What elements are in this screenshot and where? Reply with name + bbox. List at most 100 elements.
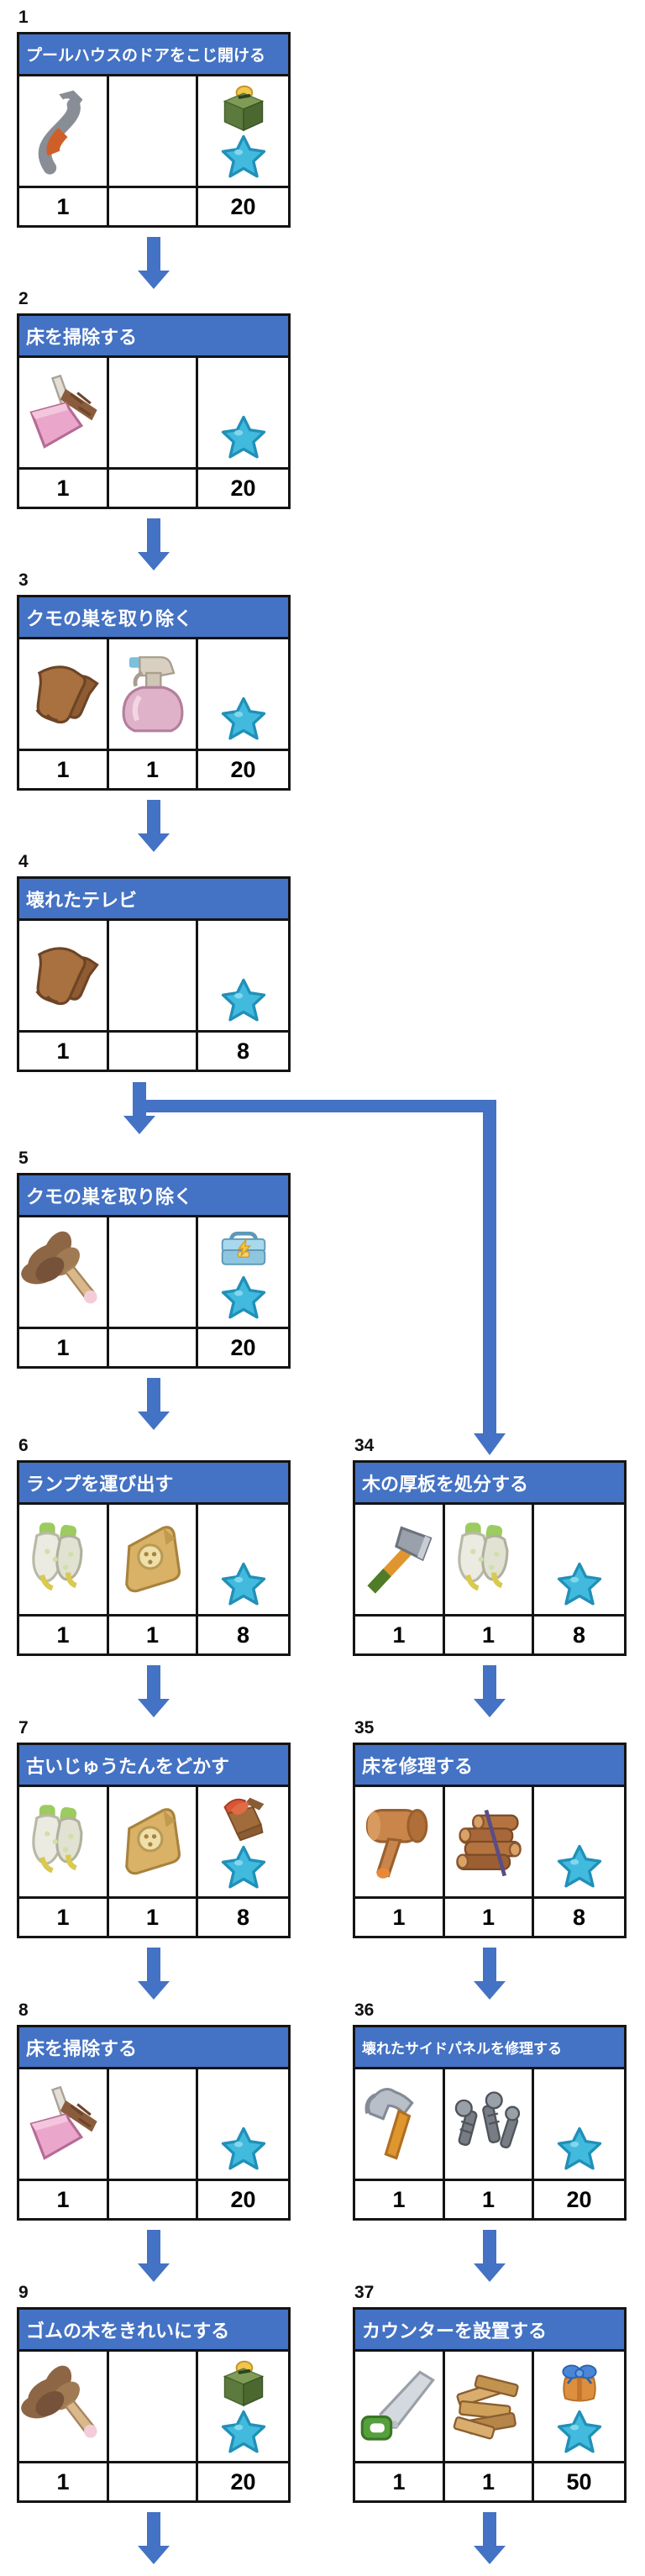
item-cell <box>198 358 288 467</box>
item-cell <box>355 1505 445 1614</box>
item-cell <box>109 1787 198 1896</box>
item-cell <box>534 1787 624 1896</box>
task-title: 床を掃除する <box>19 316 288 358</box>
item-cell <box>19 1505 109 1614</box>
item-cell <box>19 2352 109 2461</box>
leather-gloves-icon <box>21 924 105 1027</box>
item-cell <box>19 921 109 1030</box>
blue-star-icon <box>220 697 267 742</box>
flow-arrow-down <box>474 2230 506 2282</box>
quantity-cell: 8 <box>236 1904 250 1930</box>
crate-red-cloth-icon <box>217 1793 270 1843</box>
items-row <box>19 921 288 1030</box>
dustpan-brush-icon <box>21 2073 105 2175</box>
task-title: カウンターを設置する <box>355 2310 624 2352</box>
blue-star-icon <box>220 1845 267 1890</box>
items-row <box>355 1787 624 1896</box>
task-title: 木の厚板を処分する <box>355 1463 624 1505</box>
log-bundle-icon <box>447 1790 531 1893</box>
card-number: 9 <box>18 2283 29 2302</box>
task-title: 床を掃除する <box>19 2027 288 2069</box>
quantity-cell <box>109 470 198 507</box>
items-row <box>19 2352 288 2461</box>
card-number: 2 <box>18 289 29 308</box>
blue-star-icon <box>556 1844 603 1890</box>
donation-box-icon <box>217 82 270 133</box>
quantity-cell: 8 <box>572 1622 586 1648</box>
task-title: 壊れたテレビ <box>19 879 288 921</box>
item-cell <box>198 1217 288 1327</box>
wood-pile-icon <box>447 2355 531 2458</box>
flow-arrow-down <box>138 2230 170 2282</box>
sack-icon <box>111 1790 195 1893</box>
item-cell <box>109 2352 198 2461</box>
quantity-cell: 1 <box>445 1617 534 1653</box>
item-cell <box>445 2069 534 2179</box>
blue-star-icon <box>220 2410 267 2455</box>
card-number: 5 <box>18 1149 29 1168</box>
blue-star-icon <box>220 1275 267 1321</box>
item-cell <box>445 1787 534 1896</box>
flow-arrow-down <box>138 1948 170 2000</box>
quantity-cell <box>109 2181 198 2218</box>
quantities-row: 1 20 <box>19 1327 288 1366</box>
item-cell <box>19 1787 109 1896</box>
sack-icon <box>111 1508 195 1611</box>
flow-arrow-down <box>138 2512 170 2564</box>
item-cell <box>198 1787 288 1896</box>
flow-arrow-down <box>138 800 170 852</box>
item-cell <box>109 639 198 749</box>
quantity-cell: 20 <box>230 1334 256 1360</box>
mallet-icon <box>357 1790 441 1893</box>
items-row <box>19 2069 288 2179</box>
task-title: 床を修理する <box>355 1745 624 1787</box>
card-number: 35 <box>354 1718 375 1737</box>
quantity-cell: 1 <box>19 1329 109 1366</box>
items-row <box>19 1787 288 1896</box>
item-cell <box>198 1505 288 1614</box>
card-number: 4 <box>18 852 29 871</box>
quantity-cell: 1 <box>355 2463 445 2500</box>
flow-arrow-down <box>474 1665 506 1717</box>
screws-icon <box>447 2073 531 2175</box>
item-cell <box>445 1505 534 1614</box>
card-number: 37 <box>354 2283 375 2302</box>
item-cell <box>198 2069 288 2179</box>
quantity-cell: 20 <box>230 193 256 219</box>
item-cell <box>445 2352 534 2461</box>
toolbox-icon <box>217 1223 270 1274</box>
item-cell <box>19 76 109 186</box>
quantity-cell: 1 <box>355 1899 445 1936</box>
item-cell <box>198 921 288 1030</box>
flow-arrow-down <box>474 1948 506 2000</box>
item-cell <box>19 2069 109 2179</box>
card-number: 7 <box>18 1718 29 1737</box>
card-number: 6 <box>18 1436 29 1455</box>
item-cell <box>19 358 109 467</box>
quantity-cell: 1 <box>445 2181 534 2218</box>
dustpan-brush-icon <box>21 361 105 464</box>
quantity-cell: 50 <box>566 2468 592 2495</box>
quantity-cell: 1 <box>19 470 109 507</box>
quantity-cell: 1 <box>19 2181 109 2218</box>
leather-gloves-icon <box>21 643 105 745</box>
card-number: 36 <box>354 2000 375 2020</box>
task-title: プールハウスのドアをこじ開ける <box>19 34 288 76</box>
